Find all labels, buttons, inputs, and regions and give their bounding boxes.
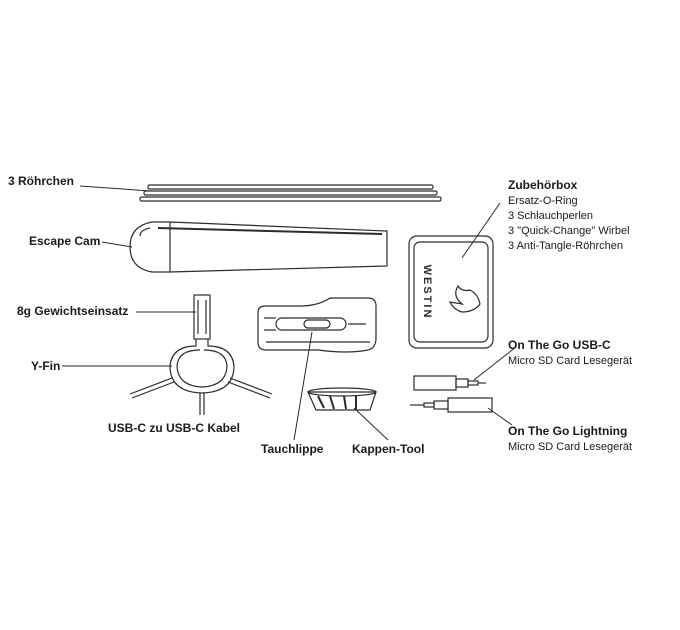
usbc-reader-title: On The Go USB-C (508, 338, 611, 352)
escape-cam-drawing (129, 221, 388, 273)
leader-lines (62, 185, 517, 441)
label-escape-cam: Escape Cam (29, 234, 101, 248)
label-roehrchen: 3 Röhrchen (8, 174, 75, 188)
zubehoer-item: 3 Anti-Tangle-Röhrchen (508, 240, 623, 252)
usbc-reader-block: On The Go USB-C Micro SD Card Lesegerät (508, 337, 632, 369)
label-y-fin: Y-Fin (31, 359, 61, 373)
cap-tool-drawing (307, 387, 377, 411)
weight-insert-drawing (193, 294, 211, 340)
lightning-reader-drawing (410, 397, 493, 413)
accessory-box-drawing (408, 235, 494, 349)
zubehoer-item: Ersatz-O-Ring (508, 195, 578, 207)
label-gewichtseinsatz: 8g Gewichtseinsatz (17, 304, 129, 318)
zubehoerbox-block: Zubehörbox Ersatz-O-Ring 3 Schlauchperle… (508, 177, 630, 254)
diving-lip-drawing (257, 297, 377, 353)
usbc-reader-drawing (413, 375, 486, 391)
zubehoer-item: 3 "Quick-Change" Wirbel (508, 225, 630, 237)
label-usb-kabel: USB-C zu USB-C Kabel (108, 421, 241, 435)
y-fin-drawing (129, 339, 273, 415)
usbc-reader-subtitle: Micro SD Card Lesegerät (508, 355, 633, 367)
tubes-drawing (139, 184, 442, 202)
label-tauchlippe: Tauchlippe (261, 442, 324, 456)
lightning-reader-subtitle: Micro SD Card Lesegerät (508, 441, 633, 453)
lightning-reader-title: On The Go Lightning (508, 424, 628, 438)
zubehoerbox-title: Zubehörbox (508, 178, 578, 192)
label-kappen-tool: Kappen-Tool (352, 442, 425, 456)
zubehoer-item: 3 Schlauchperlen (508, 210, 594, 222)
lightning-reader-block: On The Go Lightning Micro SD Card Lesege… (508, 423, 632, 455)
box-brand-text: WESTIN (421, 265, 433, 320)
